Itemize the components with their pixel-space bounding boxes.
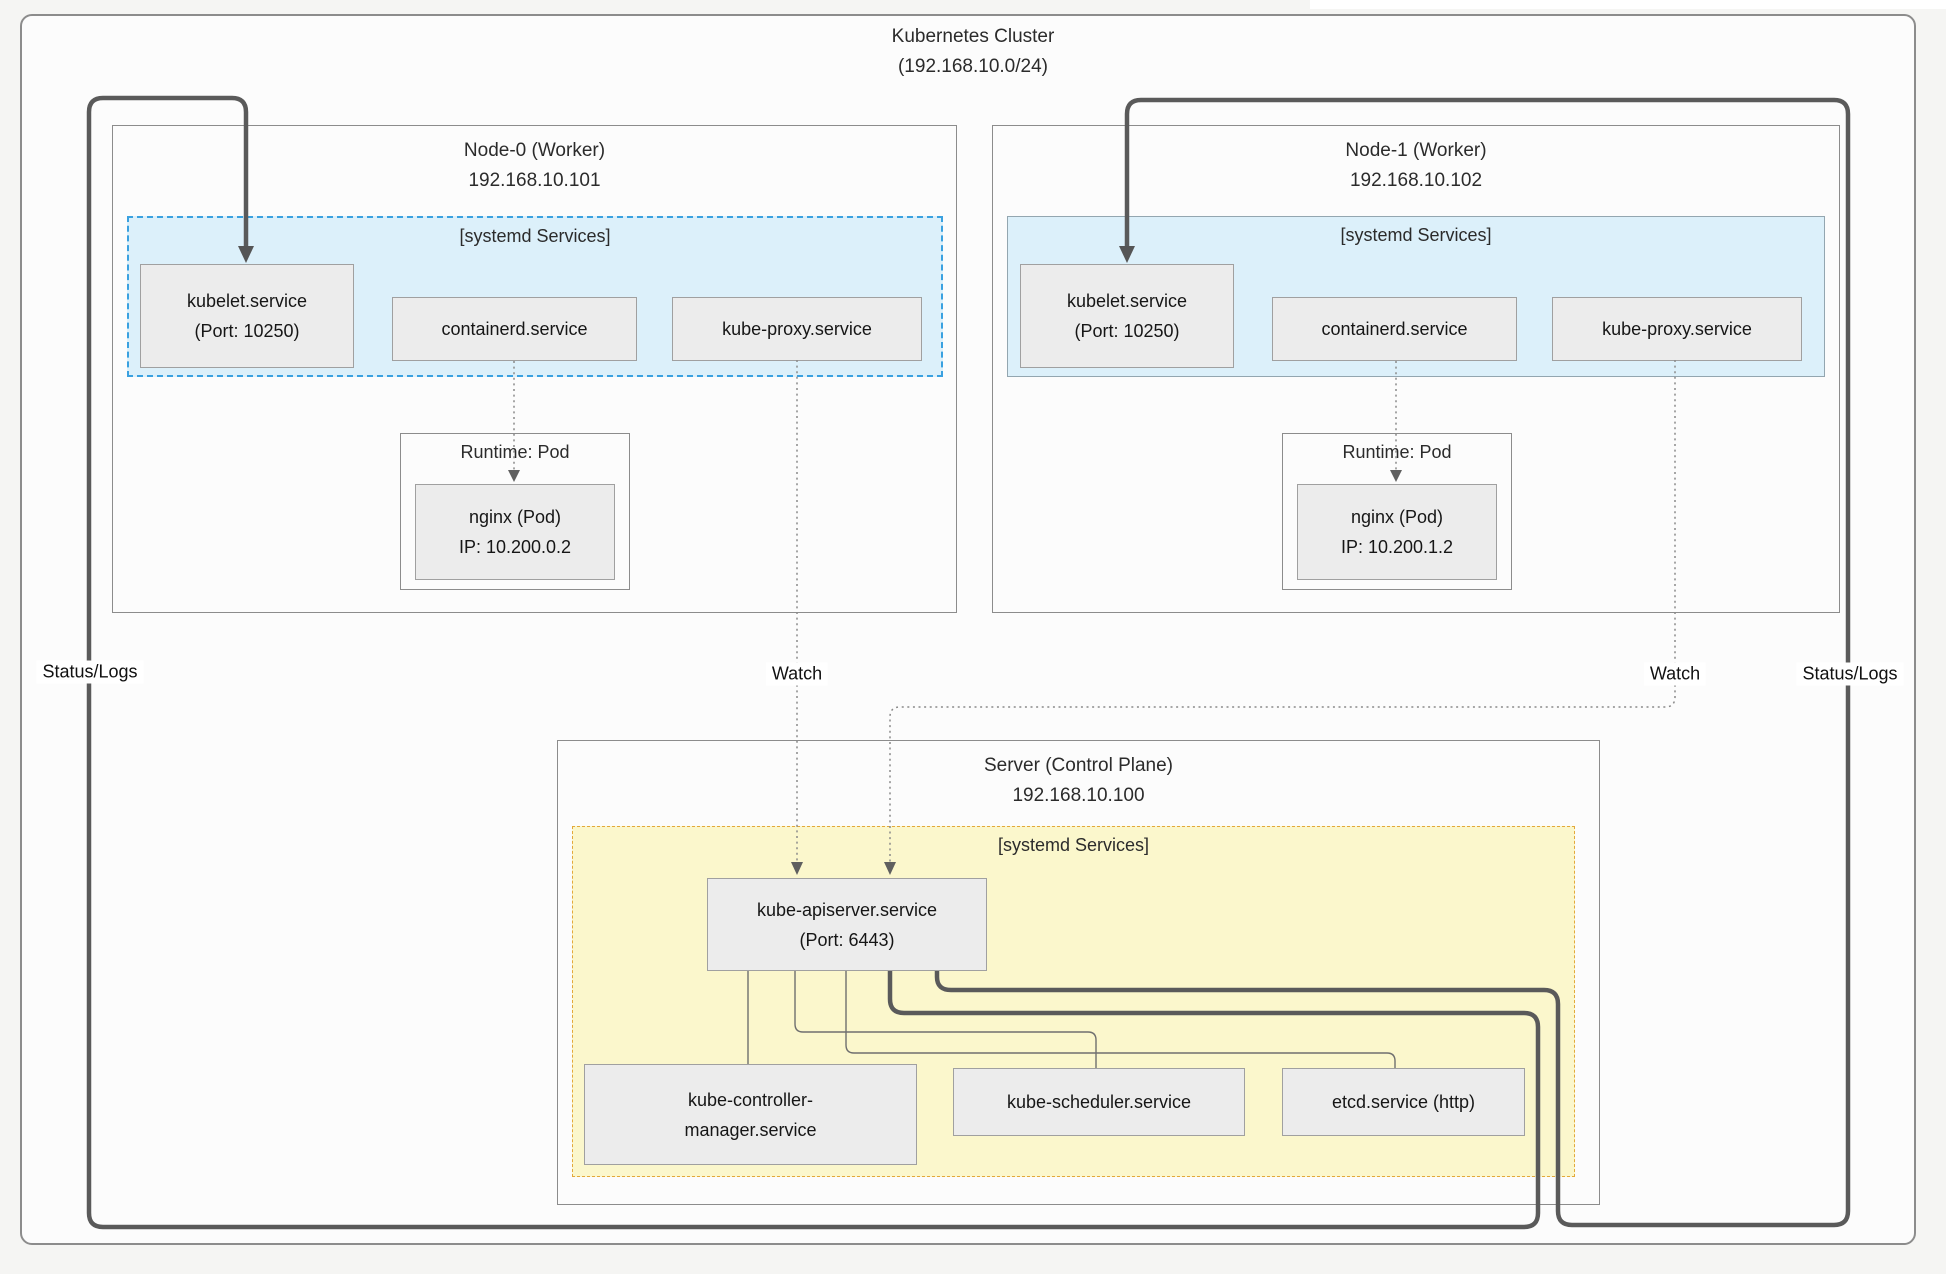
scheduler-name: kube-scheduler.service xyxy=(1006,1092,1192,1112)
node1-systemd-label: [systemd Services] xyxy=(1340,225,1492,245)
node1-title: Node-1 (Worker) xyxy=(1345,140,1487,161)
node0-title: Node-0 (Worker) xyxy=(463,140,606,161)
node0-pod-name: nginx (Pod) xyxy=(468,507,562,527)
control-plane-title: Server (Control Plane) xyxy=(983,755,1174,776)
control-plane-ip: 192.168.10.100 xyxy=(1012,785,1145,806)
apiserver-box: kube-apiserver.service (Port: 6443) xyxy=(707,878,987,971)
node0-kubeproxy-box: kube-proxy.service xyxy=(672,297,922,361)
node0-kubelet-port: (Port: 10250) xyxy=(194,321,300,341)
node1-pod-ip: IP: 10.200.1.2 xyxy=(1340,537,1454,557)
node1-pod-box: nginx (Pod) IP: 10.200.1.2 xyxy=(1297,484,1497,580)
scheduler-box: kube-scheduler.service xyxy=(953,1068,1245,1136)
node0-pod-ip: IP: 10.200.0.2 xyxy=(458,537,572,557)
controller-manager-name-1: kube-controller- xyxy=(687,1089,814,1110)
watch-label-left: Watch xyxy=(765,662,829,686)
node0-systemd-label: [systemd Services] xyxy=(459,226,611,246)
node1-kubeproxy-name: kube-proxy.service xyxy=(1602,319,1752,339)
apiserver-name: kube-apiserver.service xyxy=(756,899,938,920)
node1-header: Node-1 (Worker) 192.168.10.102 xyxy=(993,136,1839,196)
node0-containerd-box: containerd.service xyxy=(392,297,637,361)
node1-runtime-box: Runtime: Pod nginx (Pod) IP: 10.200.1.2 xyxy=(1282,433,1512,590)
controller-manager-box: kube-controller- manager.service xyxy=(584,1064,917,1165)
control-plane-systemd-label: [systemd Services] xyxy=(997,835,1150,855)
node1-containerd-name: containerd.service xyxy=(1321,319,1468,339)
node1-kubelet-box: kubelet.service (Port: 10250) xyxy=(1020,264,1234,368)
node0-kubelet-box: kubelet.service (Port: 10250) xyxy=(140,264,354,368)
node1-ip: 192.168.10.102 xyxy=(1349,170,1483,191)
node0-kubeproxy-name: kube-proxy.service xyxy=(722,319,872,339)
window-edge-artifact xyxy=(1310,0,1946,9)
node1-kubeproxy-box: kube-proxy.service xyxy=(1552,297,1802,361)
node1-runtime-label: Runtime: Pod xyxy=(1342,442,1452,462)
apiserver-port: (Port: 6443) xyxy=(799,929,895,950)
node0-ip: 192.168.10.101 xyxy=(468,170,601,191)
etcd-box: etcd.service (http) xyxy=(1282,1068,1525,1136)
node0-runtime-box: Runtime: Pod nginx (Pod) IP: 10.200.0.2 xyxy=(400,433,630,590)
node0-pod-box: nginx (Pod) IP: 10.200.0.2 xyxy=(415,484,615,580)
cluster-title: Kubernetes Cluster xyxy=(891,26,1055,47)
node1-kubelet-port: (Port: 10250) xyxy=(1074,321,1180,341)
cluster-title-block: Kubernetes Cluster (192.168.10.0/24) xyxy=(0,22,1946,82)
cluster-subnet: (192.168.10.0/24) xyxy=(897,56,1048,77)
node0-header: Node-0 (Worker) 192.168.10.101 xyxy=(113,136,956,196)
node0-kubelet-name: kubelet.service xyxy=(186,291,308,311)
node0-containerd-name: containerd.service xyxy=(441,319,588,339)
node1-pod-name: nginx (Pod) xyxy=(1350,507,1444,527)
status-logs-label-right: Status/Logs xyxy=(1796,662,1904,686)
control-plane-header: Server (Control Plane) 192.168.10.100 xyxy=(558,751,1599,811)
watch-label-right: Watch xyxy=(1643,662,1707,686)
node1-containerd-box: containerd.service xyxy=(1272,297,1517,361)
controller-manager-name-2: manager.service xyxy=(684,1119,817,1140)
etcd-name: etcd.service (http) xyxy=(1331,1092,1476,1112)
node0-runtime-label: Runtime: Pod xyxy=(460,442,570,462)
node1-kubelet-name: kubelet.service xyxy=(1066,291,1188,311)
status-logs-label-left: Status/Logs xyxy=(36,660,144,684)
